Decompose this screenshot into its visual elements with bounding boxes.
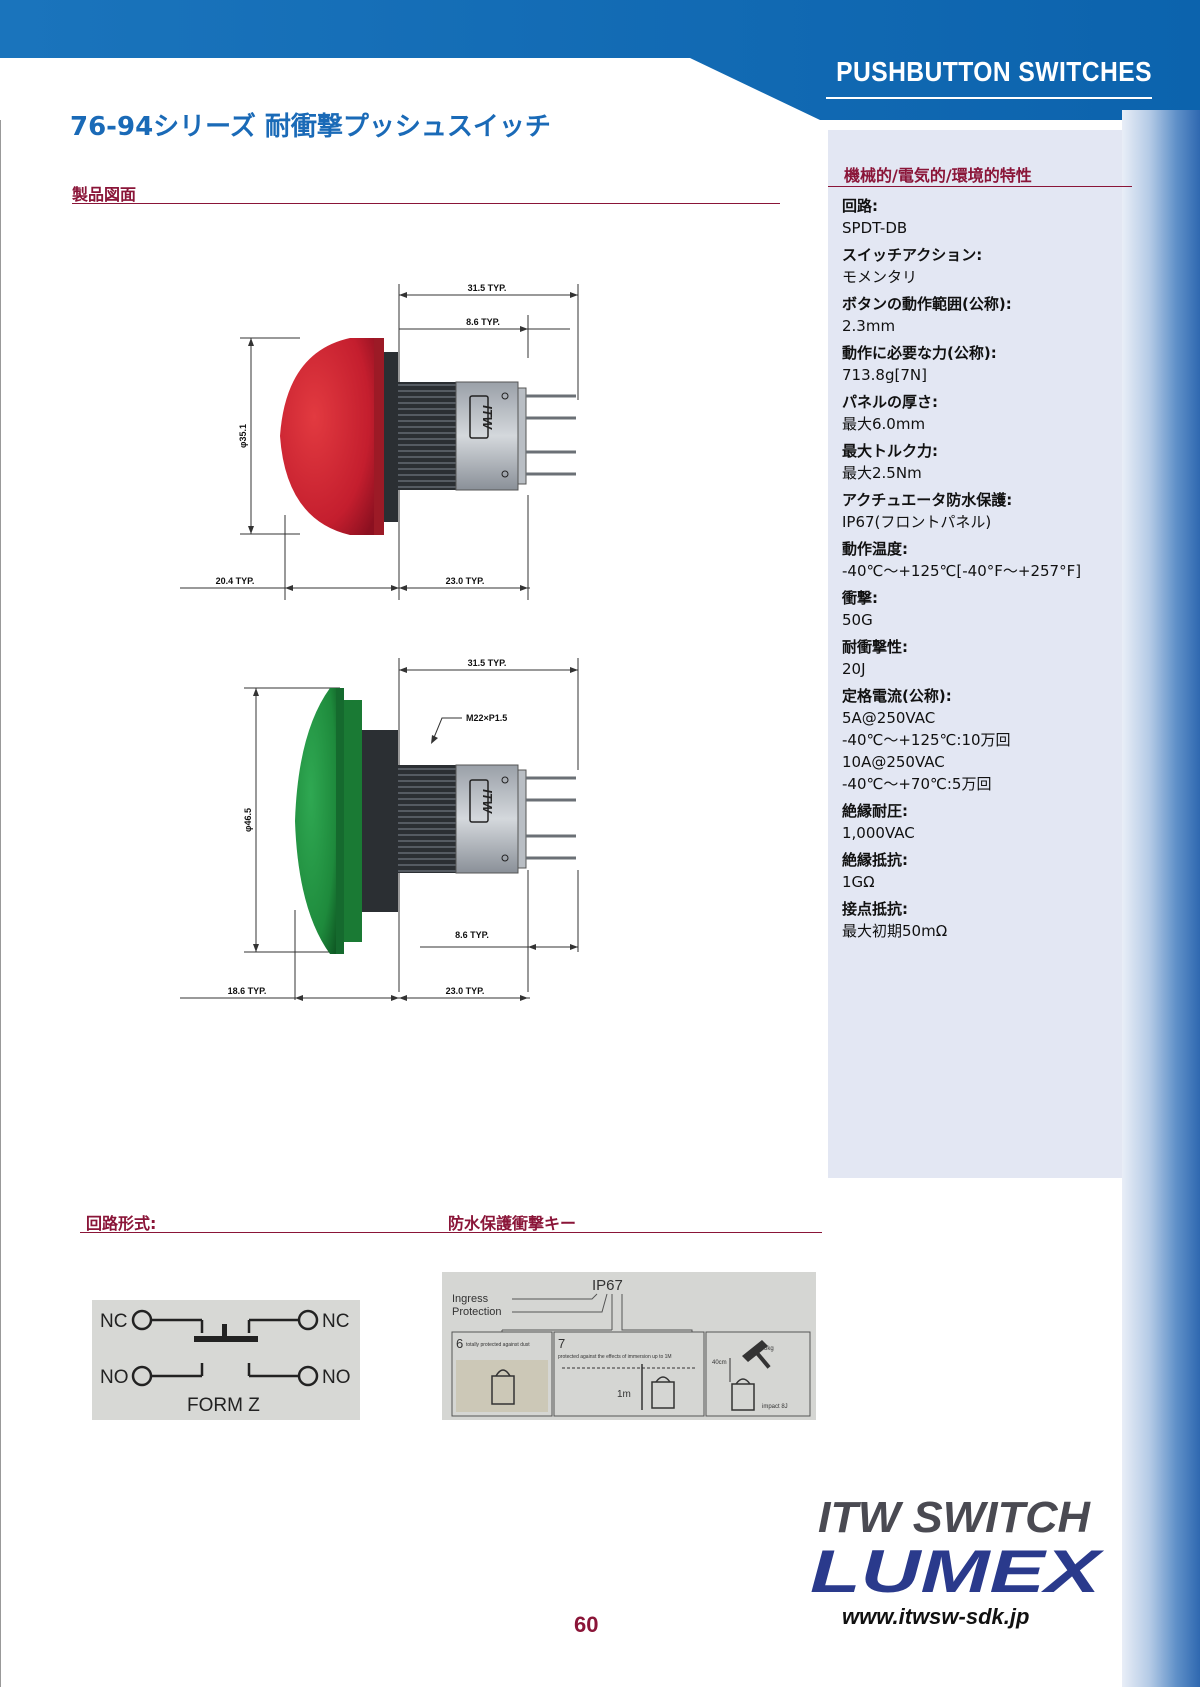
protection-label: Protection [452, 1306, 502, 1318]
drawing-heading-rule [72, 203, 780, 204]
spec-value: -40℃～+125℃[-40°F～+257°F] [842, 562, 1082, 580]
dim-bottom-body: 23.0 TYP. [446, 986, 485, 996]
no-right-label: NO [322, 1367, 351, 1388]
dust-text: totally protected against dust [466, 1342, 530, 1348]
specs-heading: 機械的/電気的/環境的特性 [844, 166, 1032, 185]
spec-label: 耐衝撃性: [842, 638, 908, 656]
spec-label: 接点抵抗: [842, 900, 908, 918]
spec-value: モメンタリ [842, 268, 918, 286]
dust-digit: 6 [456, 1336, 463, 1351]
spec-value: 5A@250VAC [842, 709, 936, 727]
dim-bottom-diameter: φ46.5 [243, 808, 253, 832]
dim-top-rear: 8.6 TYP. [466, 317, 500, 327]
logo-line2: LUMEX [810, 1538, 1105, 1598]
spec-label: 動作に必要な力(公称): [842, 344, 997, 362]
dim-top-diameter: φ35.1 [238, 424, 248, 448]
page-number: 60 [574, 1612, 599, 1637]
spec-label: 動作温度: [842, 540, 908, 558]
no-left-label: NO [100, 1367, 129, 1388]
spec-value: 10A@250VAC [842, 753, 945, 771]
page-title: 76-94シリーズ 耐衝撃プッシュスイッチ [70, 112, 551, 142]
spec-label: 衝撃: [842, 589, 878, 607]
spec-value: 1,000VAC [842, 824, 915, 842]
water-digit: 7 [558, 1336, 565, 1351]
height-label: 40cm [712, 1360, 727, 1366]
spec-label: 定格電流(公称): [842, 687, 952, 705]
spec-value: -40℃～+125℃:10万回 [842, 731, 1011, 749]
form-label: FORM Z [187, 1395, 260, 1416]
site-url[interactable]: www.itwsw-sdk.jp [842, 1604, 1030, 1629]
spec-value: 1GΩ [842, 873, 875, 891]
specs-list: 回路: SPDT-DB スイッチアクション: モメンタリボタンの動作範囲(公称): 2.… [842, 196, 1122, 948]
spec-label: 絶縁抵抗: [842, 851, 908, 869]
water-text: protected against the effects of immersi… [558, 1354, 672, 1360]
spec-label: 絶縁耐圧: [842, 802, 908, 820]
page-edge [0, 120, 1, 1687]
spec-label: パネルの厚さ: [842, 393, 938, 411]
dim-bottom-rear: 8.6 TYP. [455, 930, 489, 940]
spec-label: 最大トルク力: [842, 442, 938, 460]
spec-label: ボタンの動作範囲(公称): [842, 295, 1012, 313]
spec-value: 最大初期50mΩ [842, 922, 948, 940]
spec-value: -40℃～+70℃:5万回 [842, 775, 992, 793]
impact-label: impact 8J [762, 1404, 788, 1410]
specs-heading-rule [828, 186, 1132, 187]
section-title: PUSHBUTTON SWITCHES [836, 56, 1152, 87]
spec-value: 50G [842, 611, 873, 629]
logo-line1: ITW SWITCH [818, 1493, 1091, 1542]
product-drawings: ITW 31.5 TYP. 8.6 TYP. φ35.1 20.4 TYP. 2… [180, 283, 579, 1001]
dim-bottom-front: 18.6 TYP. [228, 986, 267, 996]
ip-code: IP67 [592, 1277, 623, 1294]
circuit-diagram: NC NC NO NO FORM Z [92, 1300, 360, 1420]
nc-left-label: NC [100, 1311, 127, 1332]
drawing-top: ITW 31.5 TYP. 8.6 TYP. φ35.1 20.4 TYP. 2… [180, 283, 579, 600]
spec-label: アクチュエータ防水保護: [842, 491, 1013, 509]
spec-label: 回路: [842, 197, 878, 215]
dim-top-front: 20.4 TYP. [216, 576, 255, 586]
drawing-bottom: ITW 31.5 TYP. M22×P1.5 φ46.5 8.6 TYP. 18… [180, 658, 579, 1001]
side-gradient-band [1122, 110, 1200, 1687]
spec-value: 2.3mm [842, 317, 896, 335]
waterproof-key-diagram: IP67 Ingress Protection 6 totally protec… [442, 1272, 816, 1420]
spec-value: 20J [842, 660, 866, 678]
depth-label: 1m [617, 1389, 631, 1400]
circuit-heading: 回路形式: [86, 1214, 157, 1233]
spec-label: スイッチアクション: [842, 246, 983, 264]
ingress-label: Ingress [452, 1293, 489, 1305]
dim-bottom-overall: 31.5 TYP. [468, 658, 507, 668]
nc-right-label: NC [322, 1311, 349, 1332]
dim-bottom-thread: M22×P1.5 [466, 713, 507, 723]
dim-top-overall: 31.5 TYP. [468, 283, 507, 293]
waterproof-heading: 防水保護衝撃キー [448, 1214, 577, 1233]
spec-value: SPDT-DB [842, 219, 908, 237]
bottom-heading-rule [80, 1232, 822, 1233]
body-marking-bottom: ITW [480, 789, 495, 815]
drawing-heading: 製品図面 [72, 185, 137, 204]
header-band [0, 0, 1200, 120]
weight-label: 5kg [764, 1346, 774, 1352]
spec-value: IP67(フロントパネル) [842, 513, 992, 531]
header-rule [826, 97, 1152, 99]
body-marking-top: ITW [480, 405, 495, 431]
company-logo: ITW SWITCH LUMEX [810, 1493, 1105, 1598]
specs-panel [828, 130, 1122, 1178]
spec-value: 最大6.0mm [842, 415, 926, 433]
spec-value: 713.8g[7N] [842, 366, 927, 384]
dim-top-body: 23.0 TYP. [446, 576, 485, 586]
spec-value: 最大2.5Nm [842, 464, 922, 482]
